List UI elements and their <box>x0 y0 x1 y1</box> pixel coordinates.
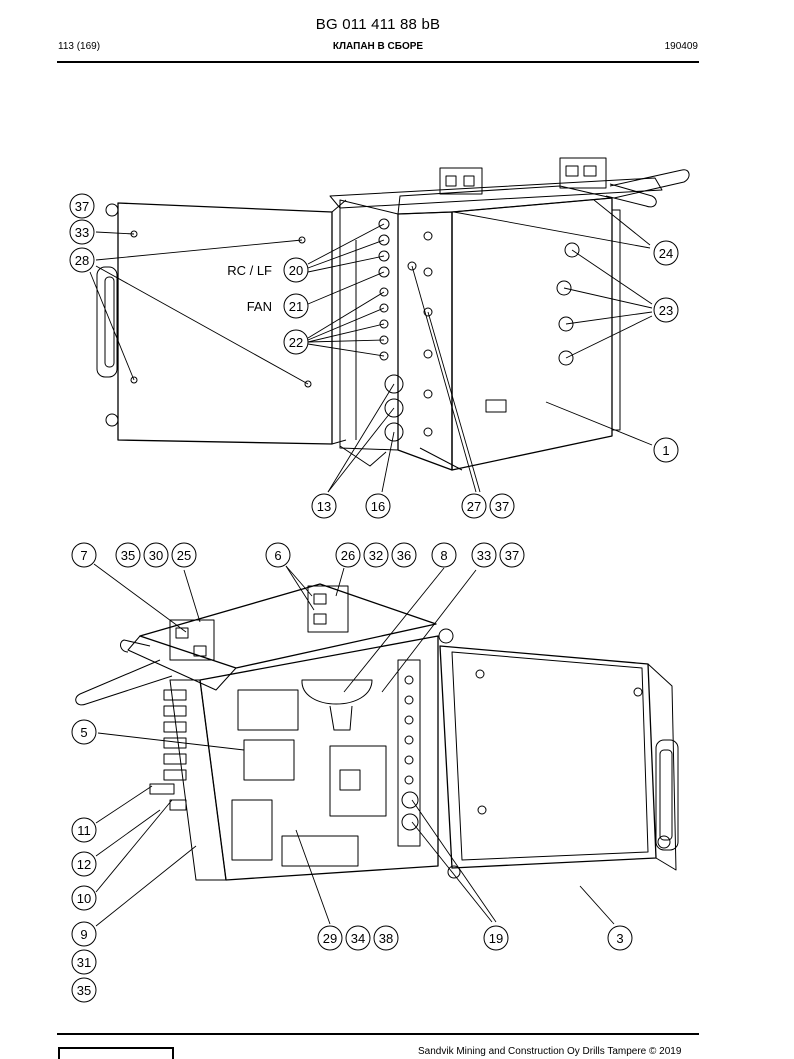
callout-3: 3 <box>616 931 623 946</box>
callout-20: 20 <box>289 263 303 278</box>
port-labels: RC / LF FAN <box>227 263 272 314</box>
callout-1: 1 <box>662 443 669 458</box>
page-number: 113 (169) <box>58 41 101 52</box>
port-column <box>378 218 404 442</box>
callout-10: 10 <box>77 891 91 906</box>
footer-rule <box>57 1033 699 1035</box>
left-fittings <box>149 689 187 811</box>
callout-25: 25 <box>177 548 191 563</box>
callout-35-b: 35 <box>77 983 91 998</box>
callout-28: 28 <box>75 253 89 268</box>
callout-13: 13 <box>317 499 331 514</box>
page-title: КЛАПАН В СБОРЕ <box>332 41 424 52</box>
callout-35: 35 <box>121 548 135 563</box>
callout-37: 37 <box>75 199 89 214</box>
callout-21: 21 <box>289 299 303 314</box>
callout-22: 22 <box>289 335 303 350</box>
callout-12: 12 <box>77 857 91 872</box>
callout-circles <box>69 193 679 1003</box>
callout-16: 16 <box>371 499 385 514</box>
callout-37-b: 37 <box>495 499 509 514</box>
label-fan: FAN <box>247 299 272 314</box>
side-bolts <box>611 209 621 431</box>
document-number: BG 011 411 88 bB <box>315 16 441 33</box>
callout-33-b: 33 <box>477 548 491 563</box>
document-date: 190409 <box>664 41 698 52</box>
callout-31: 31 <box>77 955 91 970</box>
callout-8: 8 <box>440 548 447 563</box>
footer-copyright: Sandvik Mining and Construction Oy Drill… <box>418 1046 682 1057</box>
callout-36: 36 <box>397 548 411 563</box>
leader-lines <box>89 199 653 927</box>
callout-30: 30 <box>149 548 163 563</box>
callout-11: 11 <box>77 823 91 838</box>
callout-19: 19 <box>489 931 503 946</box>
callout-32: 32 <box>369 548 383 563</box>
sandvik-logo <box>58 1047 174 1059</box>
callout-5: 5 <box>80 725 87 740</box>
callout-26: 26 <box>341 548 355 563</box>
callout-numbers: 37 33 28 20 21 22 24 23 1 13 16 27 37 7 … <box>75 199 673 998</box>
callout-29: 29 <box>323 931 337 946</box>
callout-24: 24 <box>659 246 673 261</box>
lower-assembly-view <box>75 583 679 881</box>
callout-27: 27 <box>467 499 481 514</box>
callout-34: 34 <box>351 931 365 946</box>
callout-38: 38 <box>379 931 393 946</box>
upper-assembly-view <box>96 157 690 471</box>
callout-7: 7 <box>80 548 87 563</box>
callout-9: 9 <box>80 927 87 942</box>
callout-33: 33 <box>75 225 89 240</box>
label-rc-lf: RC / LF <box>227 263 272 278</box>
callout-23: 23 <box>659 303 673 318</box>
callout-37-c: 37 <box>505 548 519 563</box>
callout-6: 6 <box>274 548 281 563</box>
header-rule <box>57 61 699 63</box>
